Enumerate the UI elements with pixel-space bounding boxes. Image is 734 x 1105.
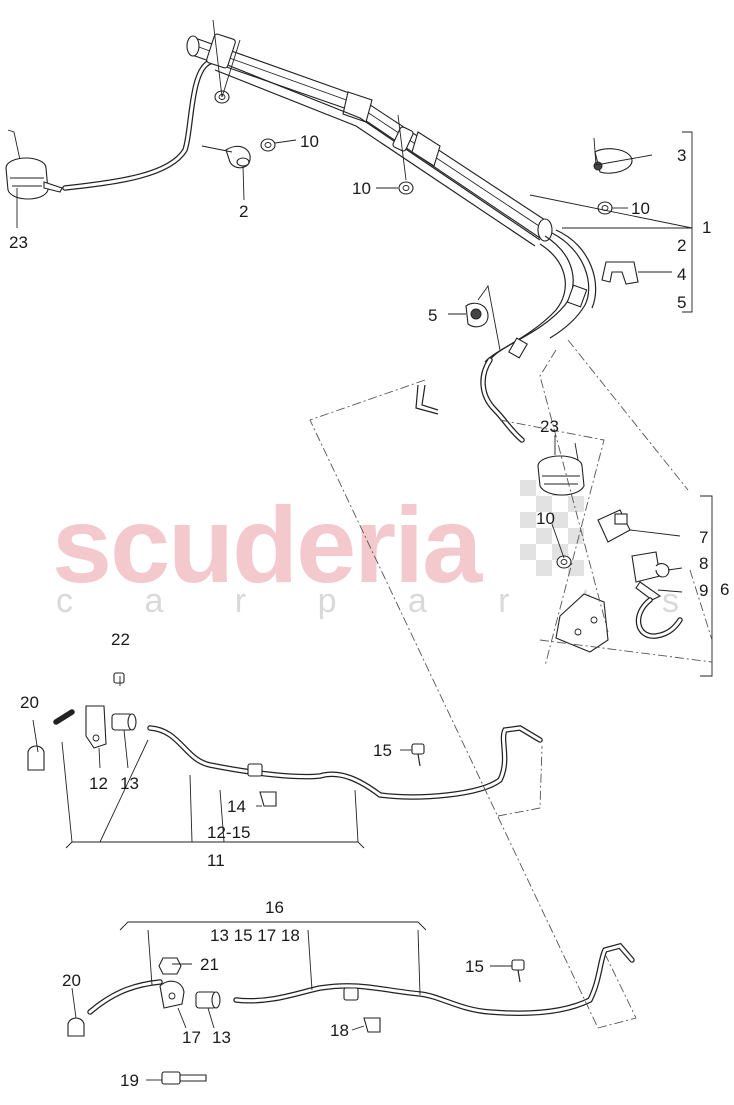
callout-23-left: 23 xyxy=(9,233,28,252)
fuel-line-11 xyxy=(53,709,543,800)
clip-14 xyxy=(247,763,277,807)
grommet-10b xyxy=(398,181,414,195)
hose-6 xyxy=(635,597,683,639)
vent-valve-23b xyxy=(537,442,585,496)
bolt-15b xyxy=(511,959,525,983)
vent-valve-23a xyxy=(5,129,63,200)
clip-4 xyxy=(601,261,639,285)
leader-lines xyxy=(16,19,713,1081)
hose-clamp-2 xyxy=(225,145,251,169)
callout-15-bottom: 15 xyxy=(465,957,484,976)
callout-8: 8 xyxy=(699,554,708,573)
callout-4: 4 xyxy=(677,265,686,284)
callout-17: 17 xyxy=(182,1028,201,1047)
callout-20-bottom: 20 xyxy=(62,971,81,990)
callout-11: 11 xyxy=(207,851,225,870)
callout-12: 12 xyxy=(89,774,108,793)
watermark-tagline: c a r p a r t s xyxy=(56,582,710,620)
clip-18 xyxy=(343,987,381,1033)
sleeve-13b xyxy=(195,991,221,1009)
group-bracket-11 xyxy=(61,739,365,849)
grommet-10d xyxy=(556,555,572,569)
callout-3: 3 xyxy=(677,146,686,165)
callout-10-top: 10 xyxy=(300,132,319,151)
sleeve-13a xyxy=(111,713,137,731)
callout-6: 6 xyxy=(720,580,729,599)
nut-21 xyxy=(158,957,182,975)
callout-16: 16 xyxy=(265,898,284,917)
callout-21: 21 xyxy=(200,955,219,974)
callout-20-mid: 20 xyxy=(20,693,39,712)
callout-labels: 1 2 2 3 4 5 5 6 7 8 9 10 10 10 10 11 12 … xyxy=(9,132,729,1090)
callout-19: 19 xyxy=(120,1071,139,1090)
callout-7: 7 xyxy=(699,528,708,547)
watermark: scuderia c a r p a r t s xyxy=(52,480,710,620)
clip-20b xyxy=(67,1017,85,1037)
bracket-6 xyxy=(555,593,609,653)
callout-10-mid: 10 xyxy=(352,179,371,198)
callout-14: 14 xyxy=(227,797,246,816)
callout-2-clamp: 2 xyxy=(239,202,248,221)
bolt-19 xyxy=(161,1071,207,1085)
callout-23-right: 23 xyxy=(540,417,559,436)
callout-5-clip: 5 xyxy=(428,306,437,325)
alignment-lines xyxy=(309,339,713,1029)
callout-18: 18 xyxy=(330,1021,349,1040)
holder-3 xyxy=(593,148,633,174)
main-tank-and-lines xyxy=(62,33,597,443)
callout-22: 22 xyxy=(111,630,130,649)
callout-15-mid: 15 xyxy=(373,741,392,760)
holder-17 xyxy=(159,980,185,1009)
clip-5 xyxy=(465,302,489,328)
callout-5-group: 5 xyxy=(677,293,686,312)
nut-22 xyxy=(113,672,125,684)
callout-13-15-17-18: 13 15 17 18 xyxy=(210,926,300,945)
clip-20a xyxy=(27,745,45,771)
bolt-15a xyxy=(411,743,425,767)
grommet-10c xyxy=(597,201,613,215)
callout-12-15: 12-15 xyxy=(207,823,250,842)
callout-10-right: 10 xyxy=(631,199,650,218)
callout-9: 9 xyxy=(699,581,708,600)
callout-2-group: 2 xyxy=(677,236,686,255)
valve-7 xyxy=(597,509,631,543)
callout-1: 1 xyxy=(702,218,711,237)
callout-13-mid: 13 xyxy=(120,774,139,793)
grommet-10a xyxy=(260,138,276,152)
holder-12 xyxy=(85,705,107,749)
group-bracket-16 xyxy=(119,921,427,996)
callout-13-bottom: 13 xyxy=(212,1028,231,1047)
callout-10-valve: 10 xyxy=(536,509,555,528)
watermark-brand: scuderia xyxy=(52,484,483,605)
